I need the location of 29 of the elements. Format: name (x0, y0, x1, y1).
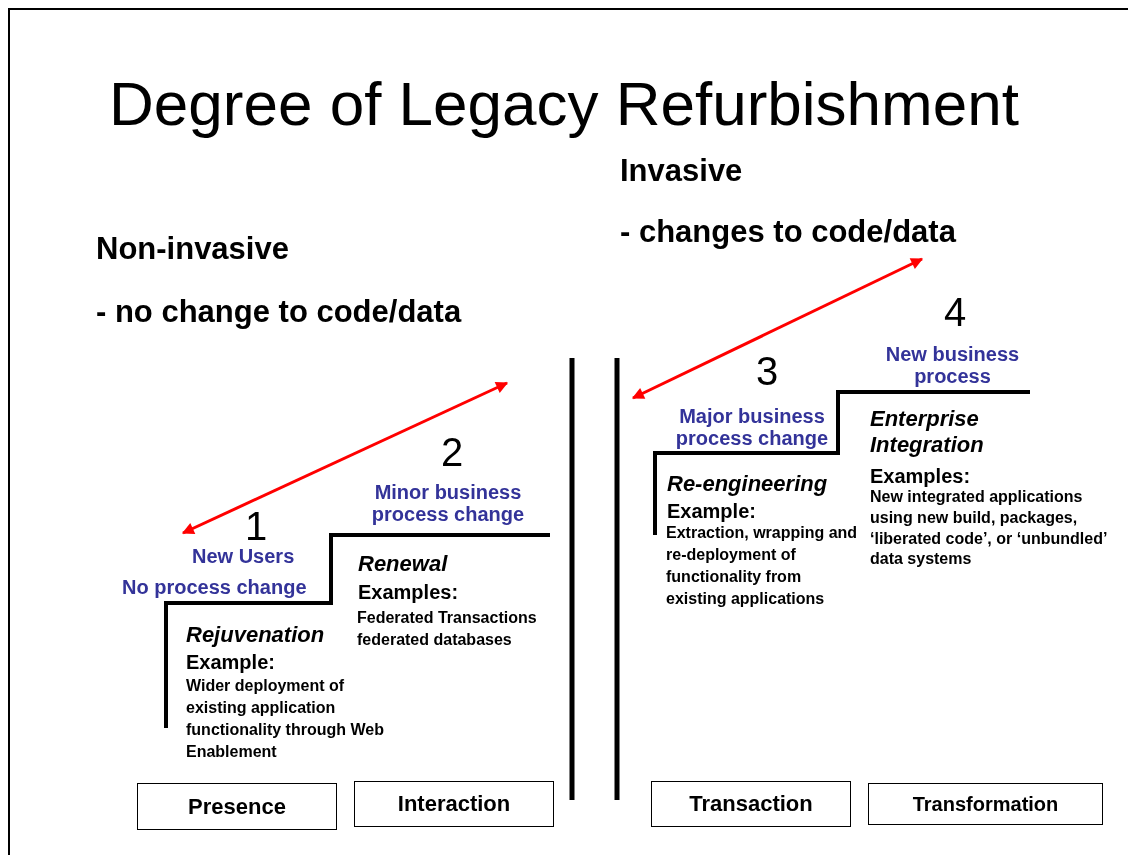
stage-name: Re-engineering (667, 471, 828, 497)
step-number: 3 (756, 348, 779, 394)
step-number: 2 (441, 429, 464, 475)
example-heading: Examples: (870, 465, 971, 488)
example-text: New integrated applications using new build, packages, ‘liberated code’, or ‘unbundled’ data systems (870, 487, 1108, 570)
heading: Non-invasive (96, 231, 289, 267)
example-text: Wider deployment of existing application functionality through Web Enablement (186, 676, 385, 762)
step-label: Minor business process change (370, 481, 526, 525)
step-number: 4 (944, 289, 967, 335)
step-label: No process change (122, 576, 307, 598)
step-label: Major business process change (674, 405, 830, 449)
heading: Invasive (620, 153, 743, 189)
heading: - no change to code/data (96, 294, 462, 330)
example-heading: Examples: (358, 581, 459, 604)
stage-name: Enterprise Integration (870, 406, 985, 459)
stage-box: Presence (137, 783, 337, 830)
example-heading: Example: (186, 651, 275, 674)
stage-name: Renewal (358, 551, 448, 577)
example-heading: Example: (667, 500, 756, 523)
example-text: Federated Transactions (357, 608, 537, 628)
stage-box: Transformation (868, 783, 1103, 825)
stage-box: Interaction (354, 781, 554, 827)
title: Degree of Legacy Refurbishment (108, 68, 1020, 139)
stage-name: Rejuvenation (186, 622, 325, 648)
example-text: Extraction, wrapping and re-deployment of functionality from existing applications (666, 523, 859, 609)
example-text: federated databases (357, 630, 512, 650)
stage-box: Transaction (651, 781, 851, 827)
step-label: New business process (884, 343, 1021, 387)
heading: - changes to code/data (620, 214, 956, 250)
